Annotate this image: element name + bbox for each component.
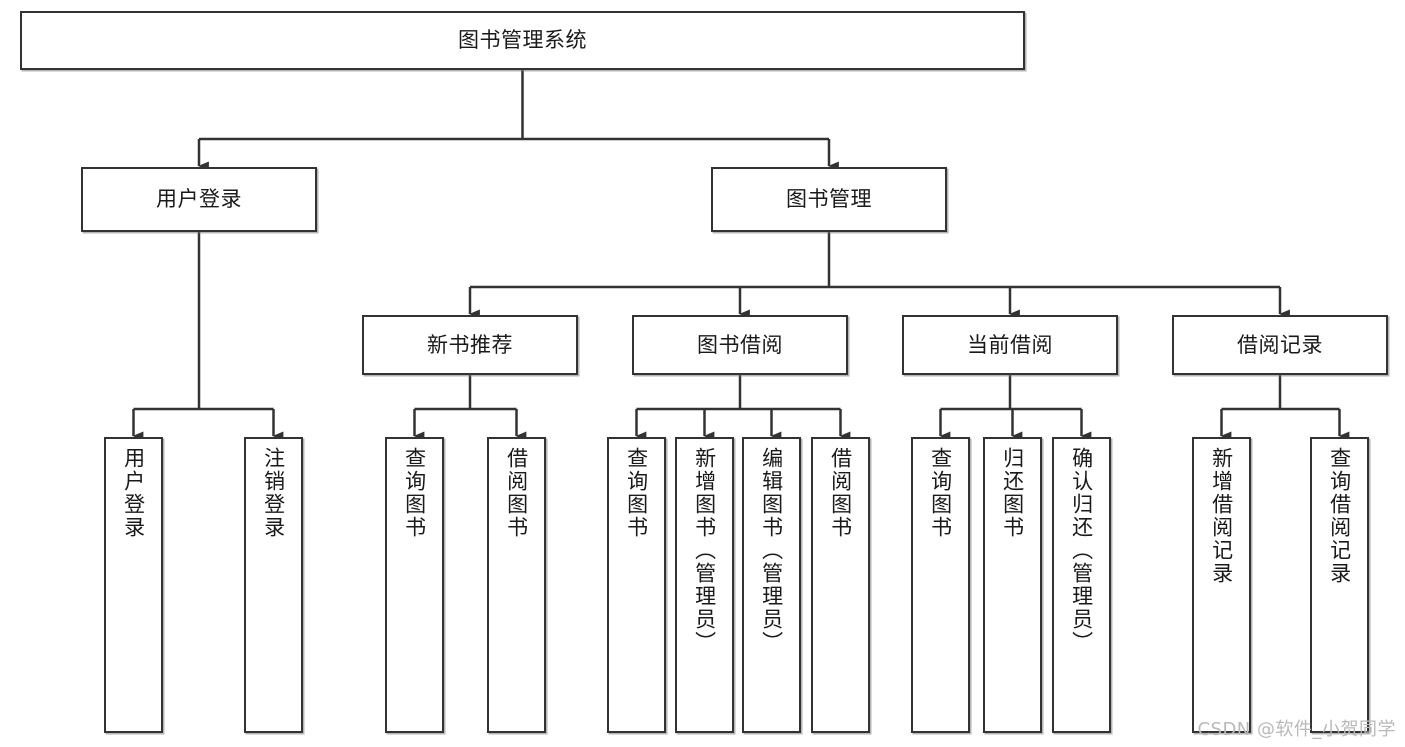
node-current-borrow[interactable]: 当前借阅: [902, 315, 1118, 375]
node-new-book-rec[interactable]: 新书推荐: [362, 315, 578, 375]
node-leaf-8[interactable]: 借阅图书: [811, 437, 870, 733]
node-label: 编辑图书（管理员）: [759, 447, 784, 654]
node-book-mgmt[interactable]: 图书管理: [711, 167, 947, 232]
node-leaf-9[interactable]: 查询图书: [911, 437, 970, 733]
node-leaf-1[interactable]: 用户登录: [104, 437, 163, 733]
node-leaf-11[interactable]: 确认归还（管理员）: [1052, 437, 1111, 733]
node-label: 用户登录: [156, 187, 242, 212]
node-label: 图书借阅: [697, 332, 783, 357]
node-label: 查询图书: [402, 447, 427, 539]
watermark-text: CSDN @软件_小贺同学: [1197, 719, 1396, 740]
node-root[interactable]: 图书管理系统: [20, 11, 1025, 70]
node-book-borrow[interactable]: 图书借阅: [632, 315, 848, 375]
node-leaf-3[interactable]: 查询图书: [385, 437, 444, 733]
node-label: 注销登录: [261, 447, 286, 539]
node-label: 图书管理系统: [458, 28, 587, 53]
node-user-login[interactable]: 用户登录: [81, 167, 317, 232]
node-label: 借阅图书: [828, 447, 853, 539]
node-borrow-record[interactable]: 借阅记录: [1172, 315, 1388, 375]
node-label: 归还图书: [1000, 447, 1025, 539]
node-leaf-2[interactable]: 注销登录: [244, 437, 303, 733]
node-label: 查询借阅记录: [1327, 447, 1352, 585]
node-label: 确认归还（管理员）: [1069, 447, 1094, 654]
node-leaf-6[interactable]: 新增图书（管理员）: [675, 437, 734, 733]
node-label: 新增借阅记录: [1209, 447, 1234, 585]
node-label: 借阅记录: [1237, 332, 1323, 357]
node-label: 借阅图书: [504, 447, 529, 539]
node-label: 图书管理: [786, 187, 872, 212]
node-label: 查询图书: [928, 447, 953, 539]
node-leaf-5[interactable]: 查询图书: [607, 437, 666, 733]
node-leaf-13[interactable]: 查询借阅记录: [1310, 437, 1369, 733]
node-label: 新增图书（管理员）: [692, 447, 717, 654]
node-leaf-12[interactable]: 新增借阅记录: [1192, 437, 1251, 733]
node-leaf-10[interactable]: 归还图书: [983, 437, 1042, 733]
node-label: 查询图书: [624, 447, 649, 539]
node-label: 当前借阅: [967, 332, 1053, 357]
node-label: 用户登录: [121, 447, 146, 539]
node-leaf-4[interactable]: 借阅图书: [487, 437, 546, 733]
node-leaf-7[interactable]: 编辑图书（管理员）: [742, 437, 801, 733]
node-label: 新书推荐: [427, 332, 513, 357]
